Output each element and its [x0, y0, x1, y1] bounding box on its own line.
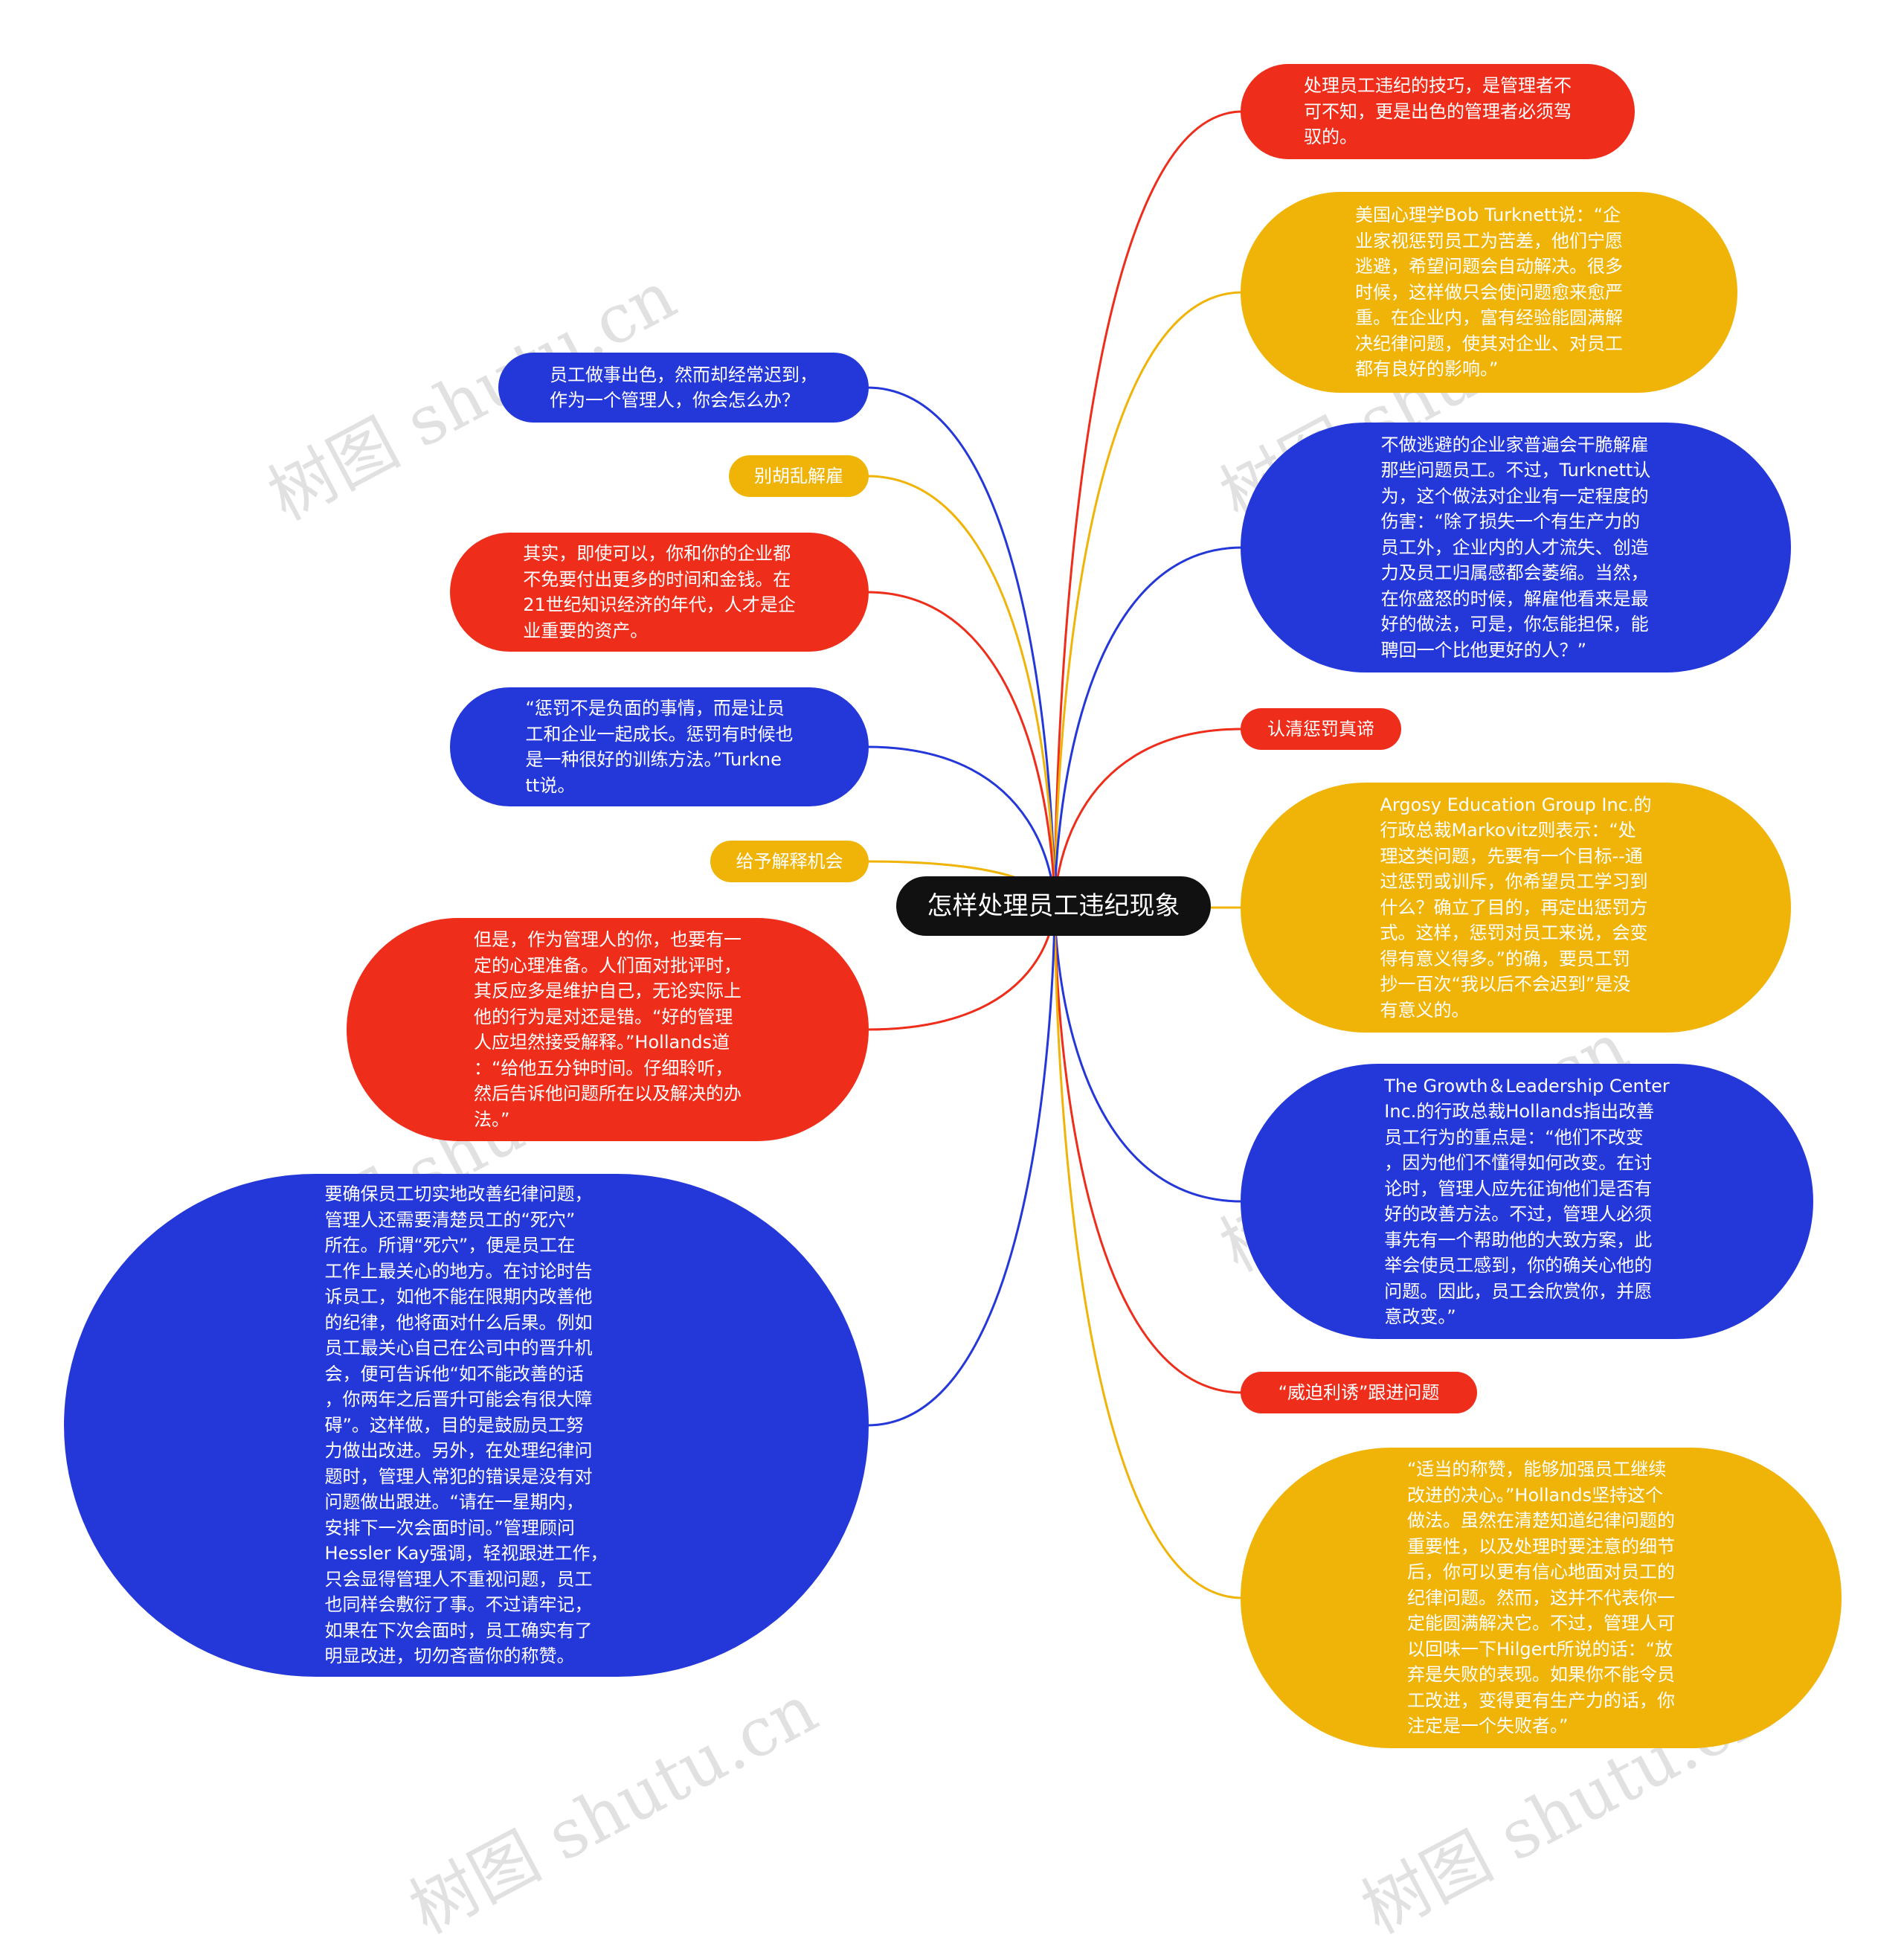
node-text: The Growth＆Leadership Center Inc.的行政总裁Ho… — [1384, 1075, 1670, 1328]
node-text: “威迫利诱”跟进问题 — [1278, 1381, 1440, 1403]
left-node-4[interactable]: “惩罚不是负面的事情，而是让员 工和企业一起成长。惩罚有时候也 是一种很好的训练… — [450, 687, 869, 806]
connector-r6 — [1053, 905, 1243, 1394]
node-text: 别胡乱解雇 — [754, 465, 843, 487]
left-node-6[interactable]: 但是，作为管理人的你，也要有一 定的心理准备。人们面对批评时， 其反应多是维护自… — [347, 918, 869, 1141]
node-text: 员工做事出色，然而却经常迟到， 作为一个管理人，你会怎么办？ — [550, 364, 817, 411]
node-text: 认清惩罚真谛 — [1267, 718, 1374, 739]
node-text: Argosy Education Group Inc.的 行政总裁Markovi… — [1380, 794, 1652, 1021]
connector-r1 — [1053, 291, 1243, 907]
node-text: 但是，作为管理人的你，也要有一 定的心理准备。人们面对批评时， 其反应多是维护自… — [474, 929, 742, 1130]
right-node-7[interactable]: “威迫利诱”跟进问题 — [1241, 1372, 1477, 1413]
left-node-2[interactable]: 别胡乱解雇 — [729, 455, 869, 497]
right-node-6[interactable]: The Growth＆Leadership Center Inc.的行政总裁Ho… — [1241, 1064, 1813, 1339]
connector-r2 — [1053, 546, 1243, 907]
node-text: 给予解释机会 — [736, 850, 843, 872]
right-node-3[interactable]: 不做逃避的企业家普遍会干脆解雇 那些问题员工。不过，Turknett认 为，这个… — [1241, 423, 1791, 672]
node-text: 其实，即使可以，你和你的企业都 不免要付出更多的时间和金钱。在 21世纪知识经济… — [523, 543, 796, 641]
root-topic-label: 怎样处理员工违纪现象 — [927, 891, 1180, 921]
left-node-1[interactable]: 员工做事出色，然而却经常迟到， 作为一个管理人，你会怎么办？ — [498, 353, 869, 423]
left-node-5[interactable]: 给予解释机会 — [710, 841, 869, 882]
connector-r7 — [1053, 905, 1243, 1599]
root-topic[interactable]: 怎样处理员工违纪现象 — [896, 876, 1211, 936]
connector-r5 — [1053, 905, 1243, 1203]
node-text: 处理员工违纪的技巧，是管理者不 可不知，更是出色的管理者必须驾 驭的。 — [1304, 75, 1572, 148]
connector-r0 — [1053, 110, 1243, 907]
right-node-2[interactable]: 美国心理学Bob Turknett说：“企 业家视惩罚员工为苦差，他们宁愿 逃避… — [1241, 192, 1737, 393]
left-node-3[interactable]: 其实，即使可以，你和你的企业都 不免要付出更多的时间和金钱。在 21世纪知识经济… — [450, 533, 869, 652]
node-text: “惩罚不是负面的事情，而是让员 工和企业一起成长。惩罚有时候也 是一种很好的训练… — [525, 698, 794, 796]
connector-l6 — [866, 905, 1056, 1427]
right-node-4[interactable]: 认清惩罚真谛 — [1241, 708, 1401, 750]
node-text: “适当的称赞，能够加强员工继续 改进的决心。”Hollands坚持这个 做法。虽… — [1407, 1459, 1675, 1737]
right-node-5[interactable]: Argosy Education Group Inc.的 行政总裁Markovi… — [1241, 783, 1791, 1033]
connector-l0 — [866, 386, 1056, 907]
node-text: 不做逃避的企业家普遍会干脆解雇 那些问题员工。不过，Turknett认 为，这个… — [1380, 434, 1651, 661]
connector-l1 — [866, 475, 1056, 907]
right-node-1[interactable]: 处理员工违纪的技巧，是管理者不 可不知，更是出色的管理者必须驾 驭的。 — [1241, 64, 1635, 159]
node-text: 要确保员工切实地改善纪律问题， 管理人还需要清楚员工的“死穴” 所在。所谓“死穴… — [324, 1184, 608, 1667]
right-node-8[interactable]: “适当的称赞，能够加强员工继续 改进的决心。”Hollands坚持这个 做法。虽… — [1241, 1448, 1842, 1748]
node-text: 美国心理学Bob Turknett说：“企 业家视惩罚员工为苦差，他们宁愿 逃避… — [1355, 205, 1623, 380]
left-node-7[interactable]: 要确保员工切实地改善纪律问题， 管理人还需要清楚员工的“死穴” 所在。所谓“死穴… — [64, 1174, 869, 1677]
